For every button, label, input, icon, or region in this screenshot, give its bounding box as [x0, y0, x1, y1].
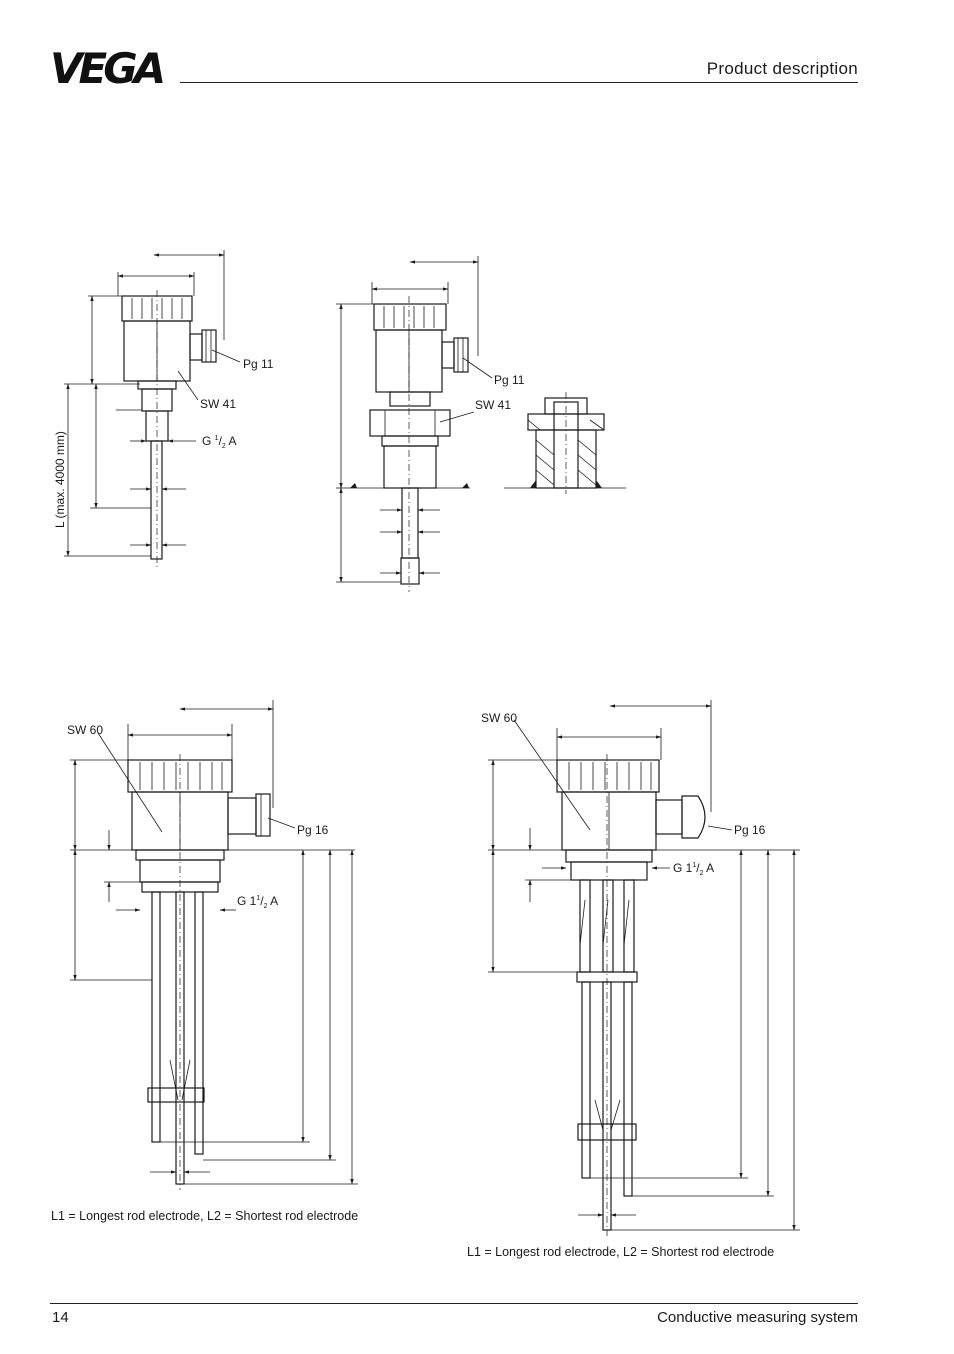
- vega-logo-text: VEGA: [50, 48, 164, 88]
- connector-label: Pg 11: [494, 373, 525, 387]
- page-number: 14: [52, 1309, 69, 1326]
- wrench-size-label: SW 60: [481, 711, 517, 725]
- thread-label: G 11/2 A: [237, 894, 278, 910]
- wrench-size-label: SW 41: [200, 397, 236, 411]
- figure-bottom-right: SW 60 Pg 16 G 11/2 A: [481, 700, 800, 1236]
- figure-top-right: Pg 11 SW 41: [336, 256, 525, 592]
- document-title: Conductive measuring system: [657, 1309, 858, 1326]
- section-title: Product description: [706, 59, 858, 78]
- wrench-size-label: SW 41: [475, 398, 511, 412]
- header-rule: [180, 82, 858, 83]
- vega-logo: VEGA: [50, 48, 168, 88]
- connector-label: Pg 11: [243, 357, 274, 371]
- connector-label: Pg 16: [734, 823, 766, 837]
- wrench-size-label: SW 60: [67, 723, 103, 737]
- length-label: L (max. 4000 mm): [53, 431, 67, 528]
- figure-top-left: Pg 11 SW 41 G 1/2 A L (max. 4000 mm): [53, 250, 274, 568]
- figure-bottom-left: SW 60 Pg 16 G 11/2 A: [67, 700, 358, 1190]
- caption-bottom-right: L1 = Longest rod electrode, L2 = Shortes…: [467, 1245, 775, 1259]
- caption-bottom-left: L1 = Longest rod electrode, L2 = Shortes…: [51, 1209, 359, 1223]
- footer-rule: [50, 1303, 858, 1304]
- thread-label: G 11/2 A: [673, 861, 714, 877]
- connector-label: Pg 16: [297, 823, 329, 837]
- thread-label: G 1/2 A: [202, 434, 237, 450]
- weld-socket-detail: [504, 392, 626, 494]
